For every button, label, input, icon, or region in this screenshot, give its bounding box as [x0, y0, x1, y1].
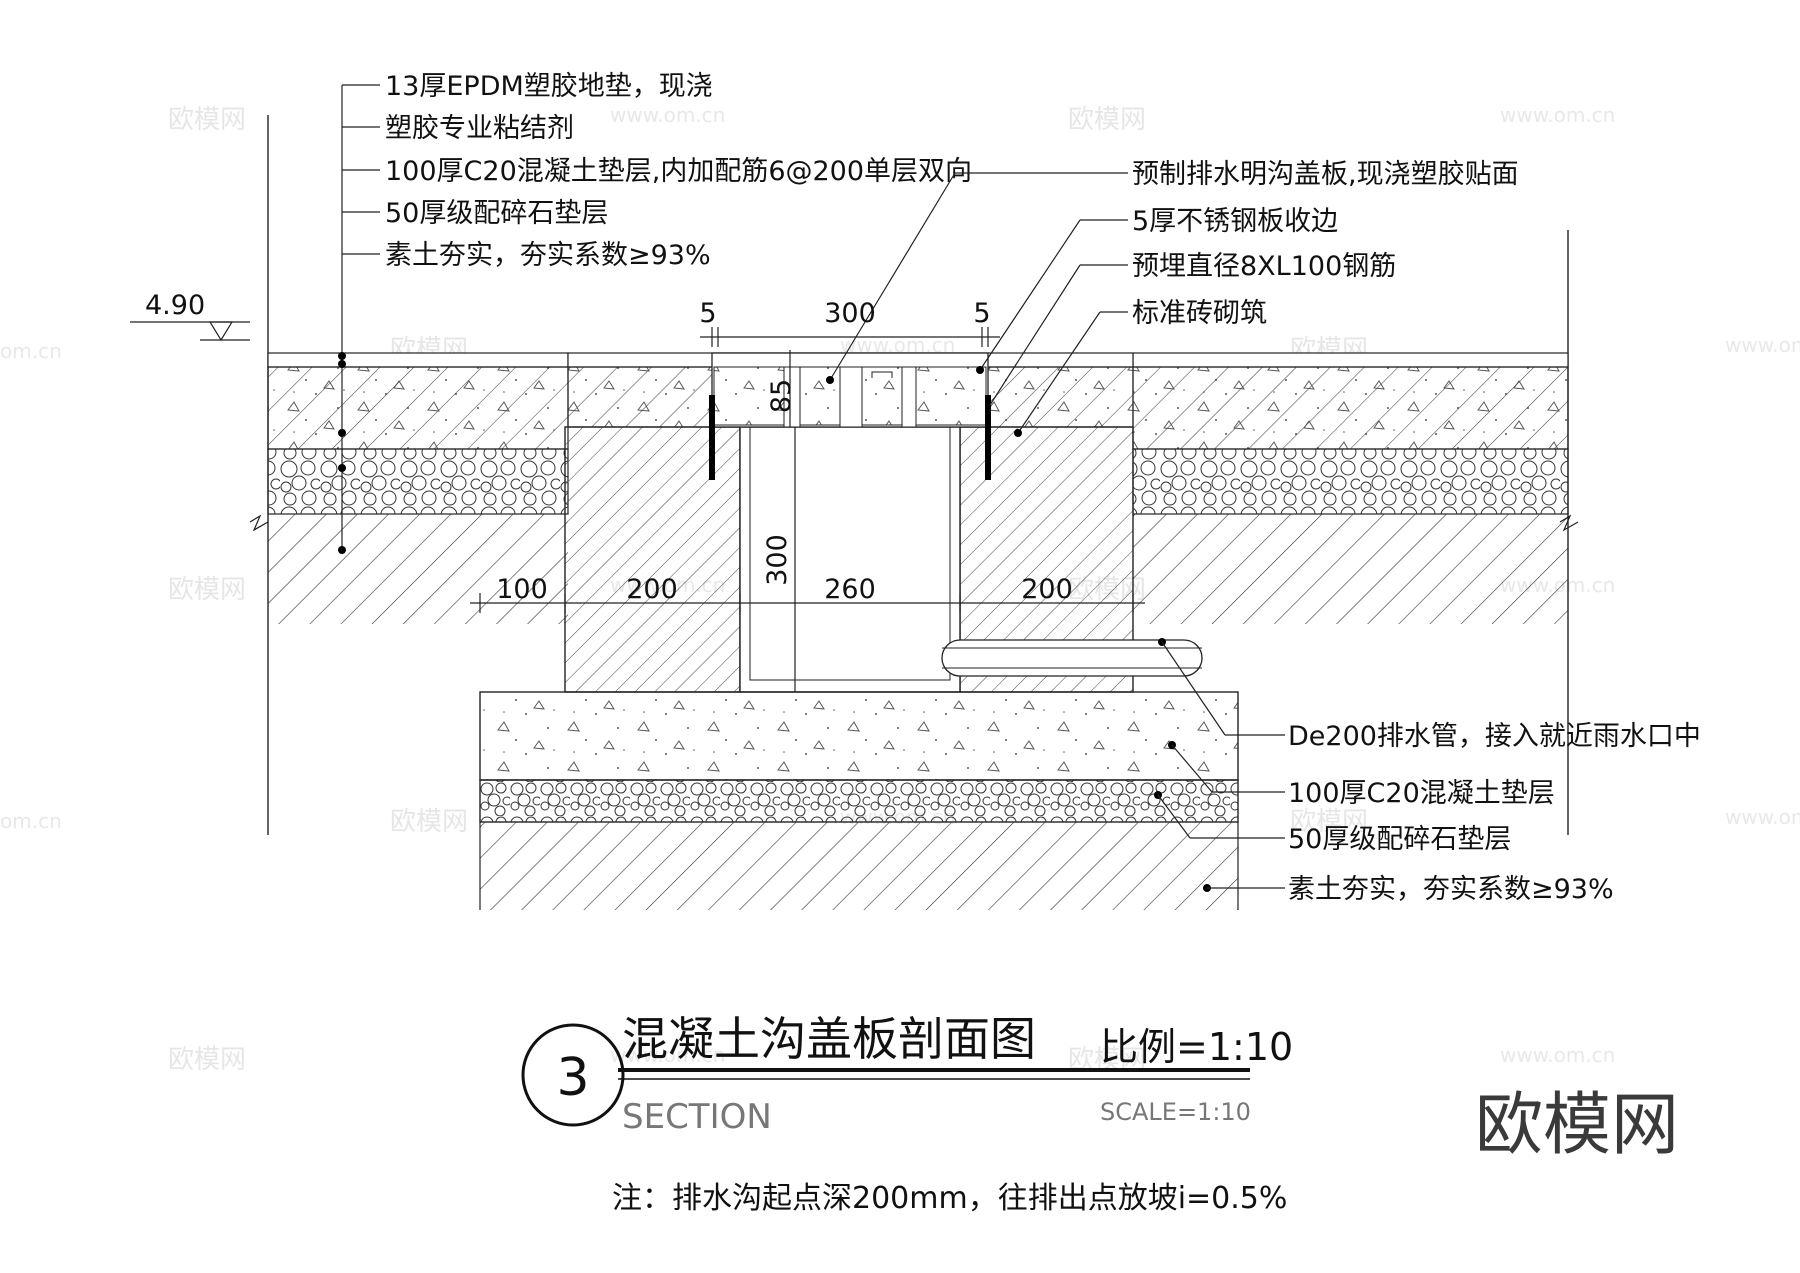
dim-top-right: 5 — [973, 298, 990, 329]
watermark-url: www.om.cn — [1500, 1043, 1615, 1067]
break-mark-right — [1559, 514, 1579, 532]
watermark-url: www.om.cn — [610, 1043, 725, 1067]
dim-top-middle: 300 — [824, 298, 876, 329]
vertical-dimensions: 85 300 — [762, 350, 797, 692]
drawing-number-circle — [521, 1023, 625, 1127]
watermark-brand: 欧模网 — [390, 807, 468, 837]
watermark-url: om.cn — [0, 339, 62, 363]
bottom-dimensions: 100 200 260 200 — [470, 574, 1145, 613]
dim-bottom-margin: 100 — [496, 574, 548, 605]
watermark-url: om.cn — [0, 809, 62, 833]
label-embedded-rebar: 预埋直径8XL100钢筋 — [1132, 251, 1396, 282]
foundation-soil — [480, 822, 1238, 910]
left-ground-layers — [249, 352, 569, 624]
drawing-section-en: SECTION — [622, 1097, 772, 1137]
drain-channel — [739, 426, 961, 693]
label-gravel: 50厚级配碎石垫层 — [385, 198, 608, 229]
dim-bottom-wall-right: 200 — [1021, 574, 1073, 605]
channel-lining — [749, 427, 951, 681]
brand-watermark-large: 欧模网 — [1475, 1086, 1679, 1165]
label-epdm: 13厚EPDM塑胶地垫，现浇 — [385, 71, 713, 102]
drawing-scale-cn: 比例=1:10 — [1100, 1025, 1293, 1069]
watermark-brand: 欧模网 — [168, 105, 246, 135]
right-ground-layers — [1132, 352, 1579, 624]
dim-channel-depth: 300 — [762, 534, 793, 586]
top-dimensions: 5 300 5 — [699, 298, 1000, 347]
watermark-url: www.om.cn — [1500, 103, 1615, 127]
watermark-url: www.om.cn — [610, 103, 725, 127]
label-foundation-concrete: 100厚C20混凝土垫层 — [1288, 778, 1555, 809]
elevation-value: 4.90 — [145, 290, 205, 321]
drawing-scale-en: SCALE=1:10 — [1100, 1098, 1251, 1126]
right-bottom-callouts: De200排水管，接入就近雨水口中 100厚C20混凝土垫层 50厚级配碎石垫层… — [1154, 638, 1701, 905]
dim-bottom-wall-left: 200 — [626, 574, 678, 605]
break-mark-left — [249, 514, 269, 532]
dim-top-left: 5 — [699, 298, 716, 329]
gravel-layer-right — [1132, 448, 1569, 515]
cover-plate — [711, 352, 989, 428]
soil-layer-left — [268, 514, 568, 624]
dim-cover-thickness: 85 — [766, 379, 797, 413]
drain-pipe — [941, 639, 1203, 677]
title-block: 3 混凝土沟盖板剖面图 比例=1:10 SECTION SCALE=1:10 — [521, 1012, 1293, 1137]
label-foundation-soil: 素土夯实，夯实系数≥93% — [1288, 874, 1614, 905]
watermark-brand: 欧模网 — [1290, 807, 1368, 837]
watermark-brand: 欧模网 — [168, 1045, 246, 1075]
epdm-layer-right — [1132, 352, 1569, 368]
elevation-mark: 4.90 — [130, 290, 250, 342]
dim-bottom-channel: 260 — [824, 574, 876, 605]
label-brick-masonry: 标准砖砌筑 — [1132, 298, 1267, 329]
drawing-number: 3 — [556, 1048, 589, 1108]
label-soil: 素土夯实，夯实系数≥93% — [385, 240, 711, 271]
foundation-gravel — [479, 779, 1239, 823]
epdm-layer-left — [267, 352, 569, 368]
watermark-url: www.om.cn — [1725, 805, 1800, 829]
label-foundation-gravel: 50厚级配碎石垫层 — [1288, 824, 1511, 855]
watermark-url: www.om.cn — [1725, 333, 1800, 357]
watermark-brand: 欧模网 — [168, 575, 246, 605]
left-callout: 13厚EPDM塑胶地垫，现浇 塑胶专业粘结剂 100厚C20混凝土垫层,内加配筋… — [338, 71, 972, 554]
drawing-title: 混凝土沟盖板剖面图 — [622, 1012, 1036, 1066]
right-top-callouts: 预制排水明沟盖板,现浇塑胶贴面 5厚不锈钢板收边 预埋直径8XL100钢筋 标准… — [826, 159, 1519, 437]
watermark-brand: 欧模网 — [1068, 105, 1146, 135]
label-cover-plate: 预制排水明沟盖板,现浇塑胶贴面 — [1132, 159, 1519, 190]
label-concrete-rebar: 100厚C20混凝土垫层,内加配筋6@200单层双向 — [385, 156, 972, 187]
drawing-note: 注：排水沟起点深200mm，往排出点放坡i=0.5% — [612, 1181, 1287, 1216]
foundation-concrete — [479, 691, 1239, 781]
label-drain-pipe: De200排水管，接入就近雨水口中 — [1288, 721, 1701, 752]
soil-layer-right — [1133, 514, 1568, 624]
label-steel-edge: 5厚不锈钢板收边 — [1132, 206, 1338, 237]
label-adhesive: 塑胶专业粘结剂 — [385, 113, 574, 144]
gravel-layer-left — [267, 448, 569, 515]
